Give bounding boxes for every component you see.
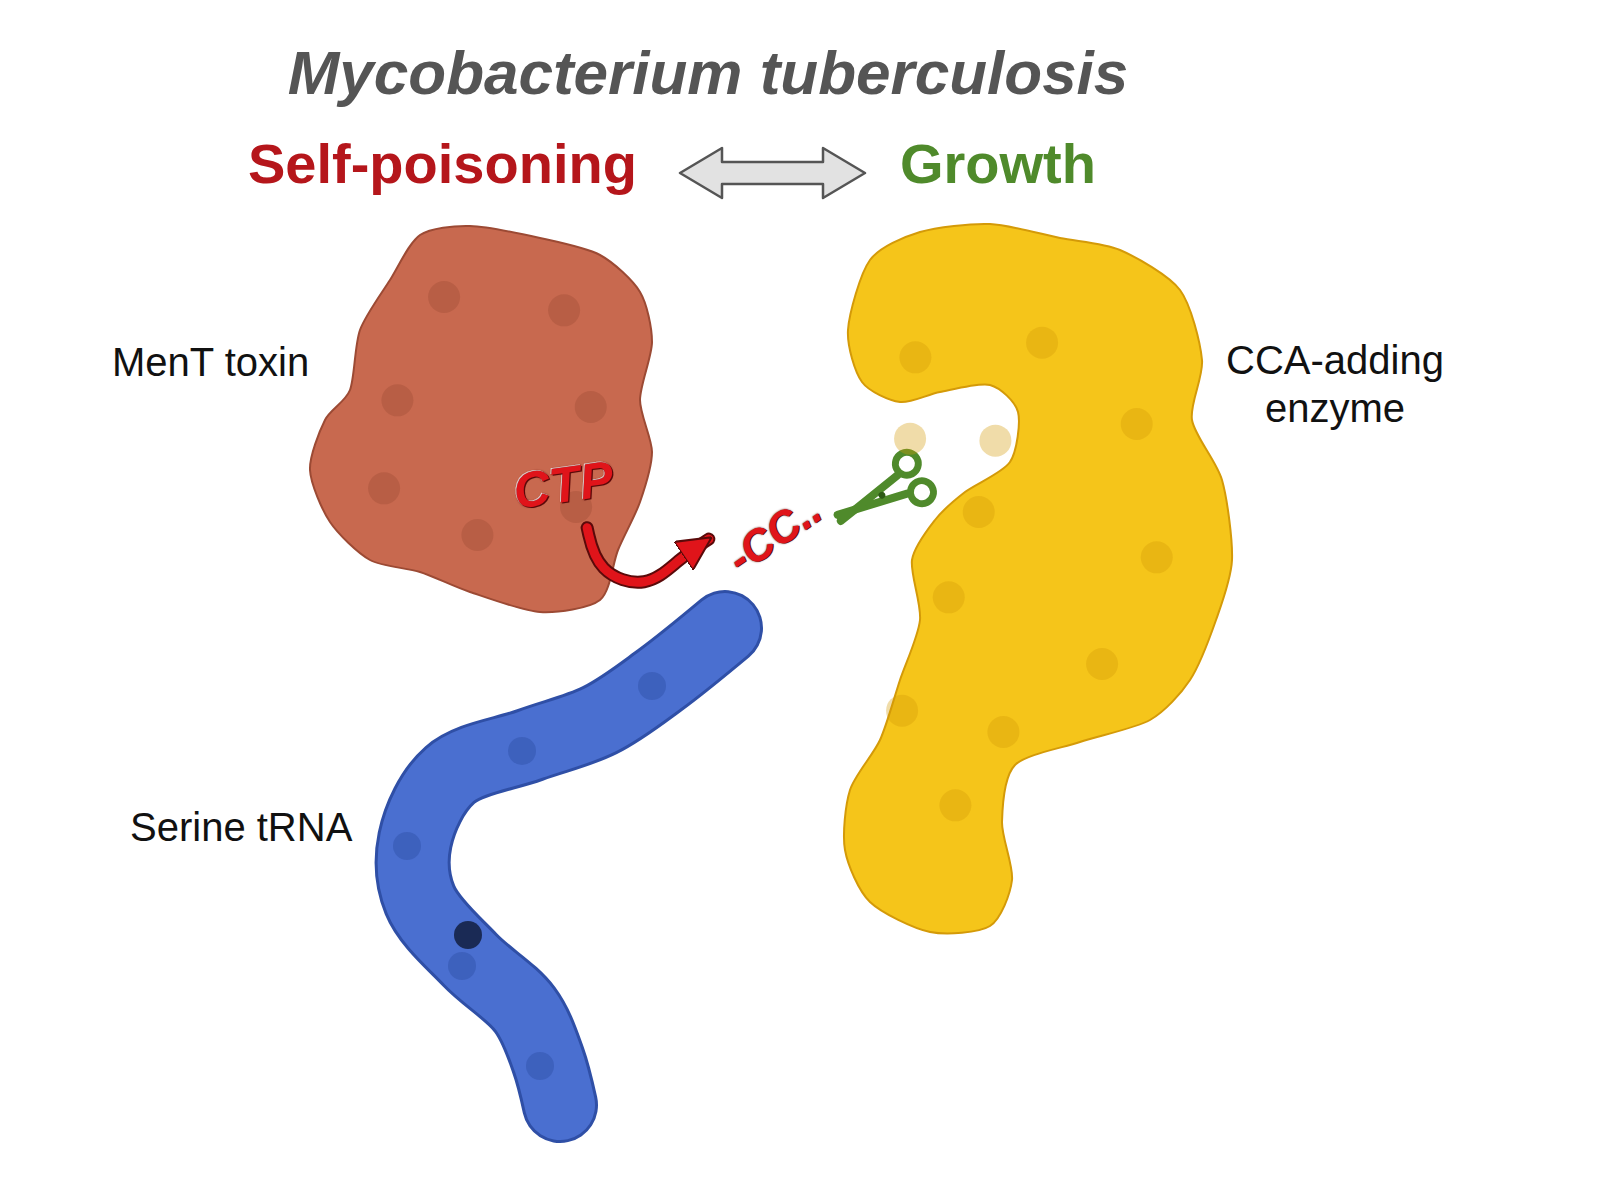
molecule-node: Serine tRNA-CC..: [120, 515, 828, 1135]
surface-shade: [939, 789, 971, 821]
state-label: Growth: [900, 130, 1096, 197]
sequence-label: -CC..: [717, 483, 831, 585]
molecule-surface: [830, 218, 1470, 940]
rna-hole: [454, 921, 482, 949]
surface-shade: [428, 281, 460, 313]
surface-shade: [526, 1052, 554, 1080]
surface-shade: [987, 716, 1019, 748]
rna-surface: [413, 628, 725, 1105]
arrow-outline: [587, 528, 709, 583]
surface-shade: [548, 294, 580, 326]
title: Mycobacterium tuberculosis: [150, 36, 1266, 110]
surface-shade: [894, 423, 926, 455]
transfer-arrow: [587, 528, 709, 583]
surface-shade: [368, 472, 400, 504]
rna-surface-edge: [413, 628, 725, 1105]
surface-shade: [1086, 648, 1118, 680]
protein-label: MenT toxin: [112, 338, 309, 386]
molecule-node: CCA-adding enzyme: [830, 218, 1470, 940]
double-arrow: [680, 148, 865, 198]
scissors-symbol: [826, 448, 937, 542]
surface-shade: [448, 952, 476, 980]
surface-shade: [638, 672, 666, 700]
surface-shade: [1026, 327, 1058, 359]
surface-shade: [461, 519, 493, 551]
surface-shade: [1141, 541, 1173, 573]
molecule-surface: [100, 220, 660, 620]
surface-shade: [886, 695, 918, 727]
rna-label: Serine tRNA: [130, 803, 352, 851]
surface-shade: [899, 341, 931, 373]
molecule-node: MenT toxinCTP: [100, 220, 660, 620]
surface-shade: [1121, 408, 1153, 440]
protein-surface: [844, 224, 1232, 934]
surface-shade: [381, 384, 413, 416]
protein-label: CCA-adding enzyme: [1210, 336, 1460, 432]
surface-shade: [393, 832, 421, 860]
surface-shade: [575, 391, 607, 423]
surface-shade: [508, 737, 536, 765]
state-label: Self-poisoning: [248, 130, 637, 197]
surface-shade: [933, 581, 965, 613]
surface-shade: [963, 496, 995, 528]
surface-shade: [979, 425, 1011, 457]
